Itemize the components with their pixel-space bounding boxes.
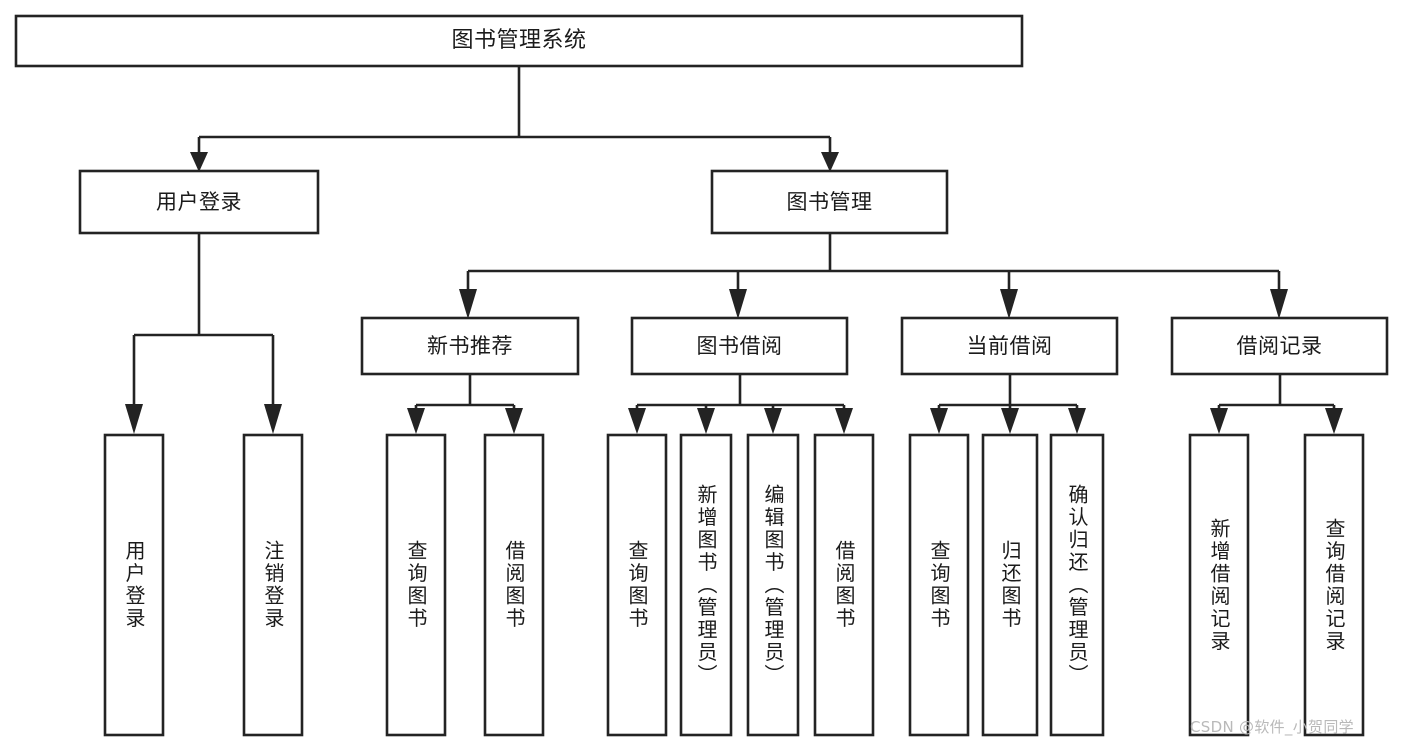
arrow-head-leaf-add-book-admin (697, 408, 715, 434)
csdn-watermark: CSDN @软件_小贺同学 (1190, 718, 1354, 736)
arrow-head-leaf-logout (264, 404, 282, 434)
arrow-head-new-book-recommend (459, 289, 477, 319)
node-box-leaf-borrow-book-nbr[interactable] (483, 433, 545, 737)
connector-group-current-borrow (930, 374, 1086, 434)
arrow-head-leaf-query-book-cb (930, 408, 948, 434)
node-box-leaf-add-book-admin[interactable] (679, 433, 733, 737)
node-box-leaf-user-login[interactable] (103, 433, 165, 737)
node-box-borrow-record[interactable] (1170, 316, 1389, 376)
arrow-head-user-login (190, 152, 208, 172)
node-box-leaf-query-book-cb[interactable] (908, 433, 970, 737)
node-box-root[interactable] (14, 14, 1024, 68)
arrow-head-leaf-query-record (1325, 408, 1343, 434)
node-box-new-book-recommend[interactable] (360, 316, 580, 376)
arrow-head-leaf-borrow-book-bb (835, 408, 853, 434)
connector-group-book-borrow (628, 374, 853, 434)
arrow-head-leaf-user-login (125, 404, 143, 434)
arrow-head-leaf-return-book (1001, 408, 1019, 434)
connector-group-root (190, 66, 839, 172)
arrow-head-borrow-record (1270, 289, 1288, 319)
node-box-leaf-logout[interactable] (242, 433, 304, 737)
connector-group-user-login (125, 233, 282, 434)
node-box-leaf-query-record[interactable] (1303, 433, 1365, 737)
arrow-head-leaf-add-record (1210, 408, 1228, 434)
arrow-head-current-borrow (1000, 289, 1018, 319)
arrow-head-leaf-query-book-nbr (407, 408, 425, 434)
node-box-book-borrow[interactable] (630, 316, 849, 376)
node-box-book-manage[interactable] (710, 169, 949, 235)
arrow-head-leaf-edit-book-admin (764, 408, 782, 434)
node-box-leaf-return-book[interactable] (981, 433, 1039, 737)
arrow-head-leaf-confirm-return (1068, 408, 1086, 434)
node-box-leaf-borrow-book-bb[interactable] (813, 433, 875, 737)
connector-group-borrow-record (1210, 374, 1343, 434)
node-box-leaf-add-record[interactable] (1188, 433, 1250, 737)
connector-group-new-book-recommend (407, 374, 523, 434)
arrow-head-book-manage (821, 152, 839, 172)
node-box-leaf-query-book-nbr[interactable] (385, 433, 447, 737)
node-box-leaf-query-book-bb[interactable] (606, 433, 668, 737)
node-box-leaf-edit-book-admin[interactable] (746, 433, 800, 737)
arrow-head-leaf-query-book-bb (628, 408, 646, 434)
node-box-user-login[interactable] (78, 169, 320, 235)
connector-group-book-manage (459, 233, 1288, 319)
node-box-current-borrow[interactable] (900, 316, 1119, 376)
arrow-head-book-borrow (729, 289, 747, 319)
node-box-leaf-confirm-return[interactable] (1049, 433, 1105, 737)
arrow-head-leaf-borrow-book-nbr (505, 408, 523, 434)
